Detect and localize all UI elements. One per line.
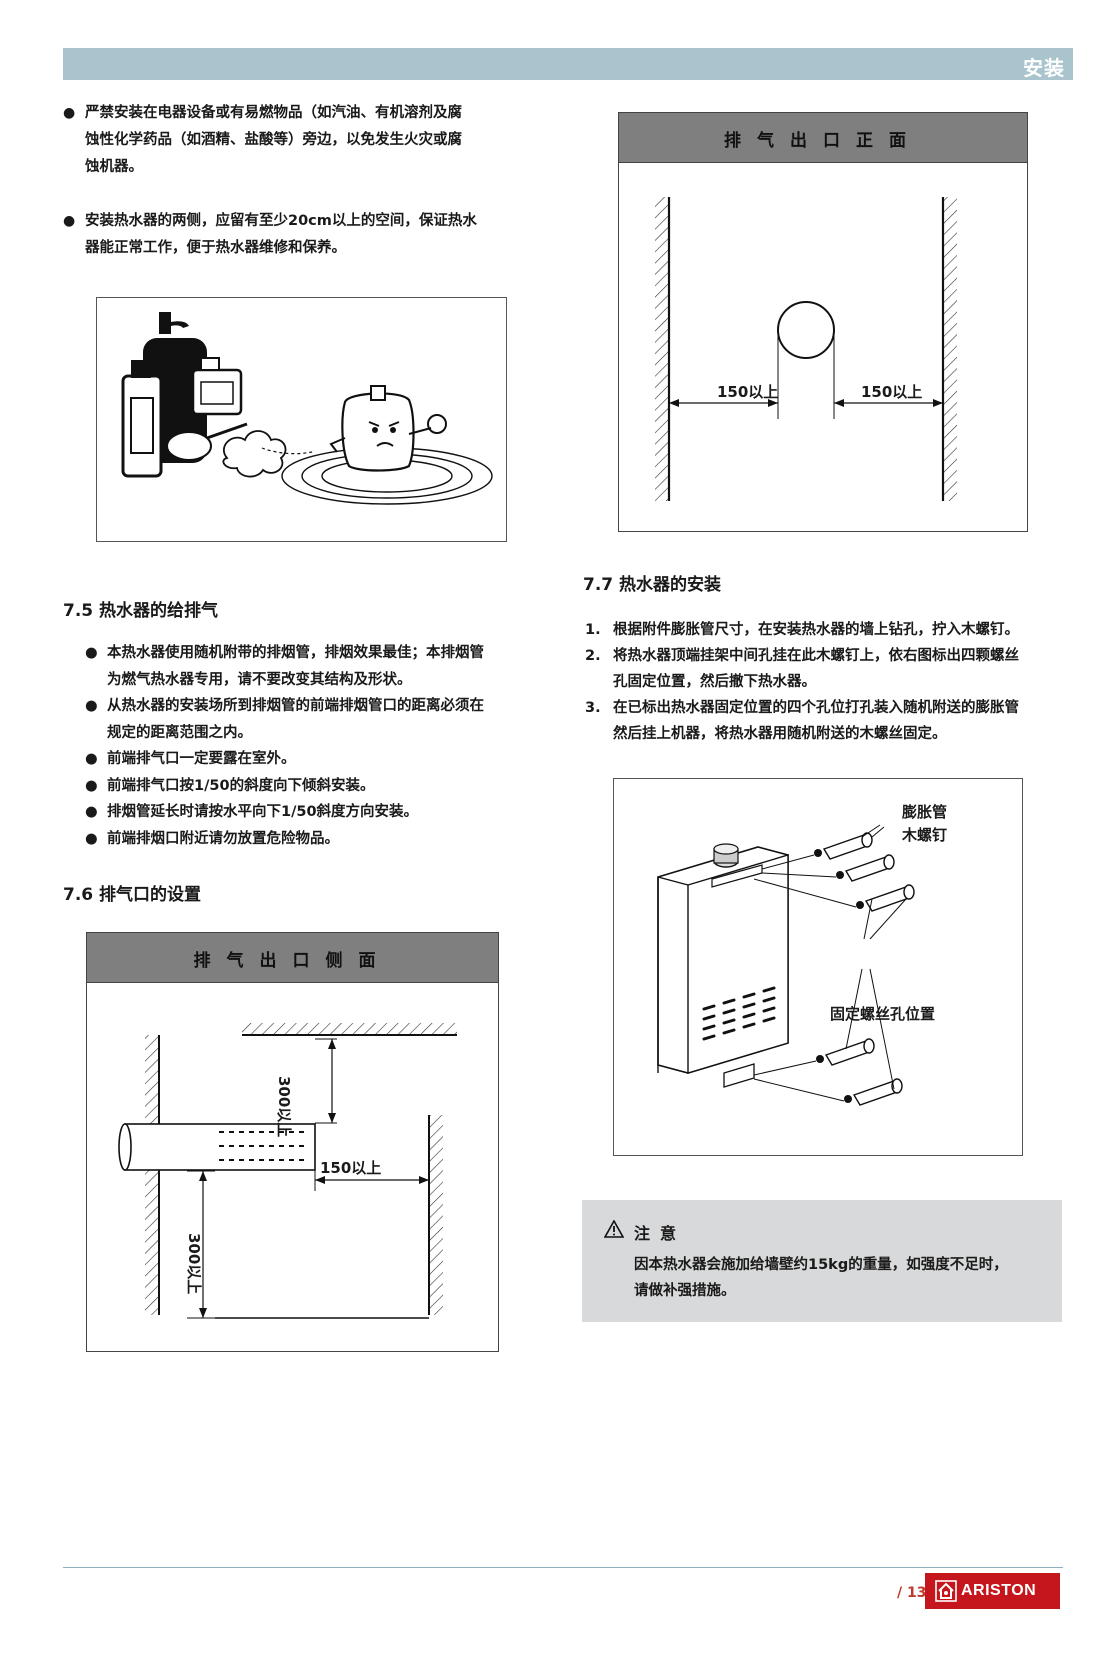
side-diagram-header: 排气出口侧面 xyxy=(87,933,498,983)
front-exhaust-diagram: 排气出口正面 150以上 150以上 xyxy=(618,112,1028,532)
side-exhaust-diagram: 排气出口侧面 xyxy=(86,932,499,1352)
front-diagram-header: 排气出口正面 xyxy=(619,113,1027,163)
note-text-line: 因本热水器会施加给墙壁约15kg的重量，如强度不足时， xyxy=(634,1257,1008,1273)
intro-bullet-2: ● 安装热水器的两侧，应留有至少20cm以上的空间，保证热水 器能正常工作，便于… xyxy=(63,208,563,262)
list-item: 1. 根据附件膨胀管尺寸，在安装热水器的墙上钻孔，拧入木螺钉。 xyxy=(585,617,1075,643)
list-item: 3. 在已标出热水器固定位置的四个孔位打孔装入随机附送的膨胀管 然后挂上机器，将… xyxy=(585,695,1075,747)
step-number: 2. xyxy=(585,648,601,664)
section-7-6-heading: 7.6 排气口的设置 xyxy=(63,885,202,905)
front-dim-right-label: 150以上 xyxy=(861,383,923,401)
step-number: 1. xyxy=(585,622,601,638)
list-item-line: 本热水器使用随机附带的排烟管，排烟效果最佳；本排烟管 xyxy=(107,645,484,661)
step-line: 根据附件膨胀管尺寸，在安装热水器的墙上钻孔，拧入木螺钉。 xyxy=(613,622,1019,638)
list-item: 2. 将热水器顶端挂架中间孔挂在此木螺钉上，依右图标出四颗螺丝 孔固定位置，然后… xyxy=(585,643,1075,695)
smoke-cloud-icon xyxy=(222,430,287,478)
step-line: 将热水器顶端挂架中间孔挂在此木螺钉上，依右图标出四颗螺丝 xyxy=(613,648,1019,664)
bullet-dot: ● xyxy=(63,213,76,229)
side-dim-side-label: 150以上 xyxy=(320,1159,382,1177)
hazard-illustration-drawing xyxy=(121,312,493,505)
front-diagram-drawing xyxy=(655,197,957,501)
list-item: ● 本热水器使用随机附带的排烟管，排烟效果最佳；本排烟管 为燃气热水器专用，请不… xyxy=(85,640,555,693)
intro-bullet-1: ● 严禁安装在电器设备或有易燃物品（如汽油、有机溶剂及腐 蚀性化学药品（如酒精、… xyxy=(63,100,563,181)
brand-name: ARISTON xyxy=(961,1582,1037,1599)
installation-diagram: 膨胀管 木螺钉 固定螺丝孔位置 xyxy=(613,778,1023,1156)
list-item-line: 前端排气口一定要露在室外。 xyxy=(107,751,296,767)
section-7-5-list: ● 本热水器使用随机附带的排烟管，排烟效果最佳；本排烟管 为燃气热水器专用，请不… xyxy=(85,640,555,852)
note-text: 因本热水器会施加给墙壁约15kg的重量，如强度不足时， 请做补强措施。 xyxy=(634,1252,1049,1304)
list-item-line: 为燃气热水器专用，请不要改变其结构及形状。 xyxy=(107,671,412,688)
list-item: ● 排烟管延长时请按水平向下1/50斜度方向安装。 xyxy=(85,799,555,826)
bullet-dot: ● xyxy=(85,777,98,794)
step-line: 然后挂上机器，将热水器用随机附送的木螺丝固定。 xyxy=(613,726,947,742)
bullet-dot: ● xyxy=(85,804,98,820)
warning-triangle-icon xyxy=(604,1220,624,1238)
page-number: / 13 xyxy=(897,1585,927,1601)
label-screw-holes: 固定螺丝孔位置 xyxy=(830,1005,936,1023)
heater-character-icon xyxy=(341,392,415,472)
step-line: 孔固定位置，然后撤下热水器。 xyxy=(613,674,816,690)
page-section-title: 安装 xyxy=(1023,56,1065,80)
note-text-line: 请做补强措施。 xyxy=(634,1283,736,1299)
hazard-illustration xyxy=(96,297,507,542)
header-bar: 安装 xyxy=(63,48,1073,80)
bullet-dot: ● xyxy=(85,698,98,714)
side-diagram-title: 排气出口侧面 xyxy=(193,951,392,971)
list-item: ● 前端排气口按1/50的斜度向下倾斜安装。 xyxy=(85,773,555,800)
label-expansion-tube: 膨胀管 xyxy=(902,803,948,821)
step-line: 在已标出热水器固定位置的四个孔位打孔装入随机附送的膨胀管 xyxy=(613,700,1019,716)
list-item: ● 前端排烟口附近请勿放置危险物品。 xyxy=(85,826,555,853)
intro-bullet-1-line1: 严禁安装在电器设备或有易燃物品（如汽油、有机溶剂及腐 xyxy=(85,105,462,121)
list-item-line: 从热水器的安装场所到排烟管的前端排烟管口的距离必须在 xyxy=(107,698,484,714)
front-diagram-title: 排气出口正面 xyxy=(724,131,922,151)
bullet-dot: ● xyxy=(85,830,98,847)
brand-logo: ARISTON xyxy=(925,1573,1060,1609)
list-item-line: 前端排烟口附近请勿放置危险物品。 xyxy=(107,830,339,847)
note-box: 注意 因本热水器会施加给墙壁约15kg的重量，如强度不足时， 请做补强措施。 xyxy=(582,1200,1062,1322)
intro-bullet-2-line2: 器能正常工作，便于热水器维修和保养。 xyxy=(85,240,346,256)
step-number: 3. xyxy=(585,700,601,716)
bullet-dot: ● xyxy=(63,105,76,121)
side-dim-bottom-label: 300以上 xyxy=(185,1233,203,1295)
side-diagram-drawing xyxy=(118,1023,457,1319)
label-wood-screw: 木螺钉 xyxy=(902,826,948,844)
intro-bullet-2-line1: 安装热水器的两侧，应留有至少20cm以上的空间，保证热水 xyxy=(85,213,477,229)
installation-diagram-drawing xyxy=(657,824,915,1106)
section-7-7-heading: 7.7 热水器的安装 xyxy=(583,575,722,595)
section-7-7-steps: 1. 根据附件膨胀管尺寸，在安装热水器的墙上钻孔，拧入木螺钉。 2. 将热水器顶… xyxy=(585,617,1075,747)
list-item: ● 前端排气口一定要露在室外。 xyxy=(85,746,555,773)
footer-rule xyxy=(63,1567,1063,1568)
bullet-dot: ● xyxy=(85,751,98,767)
list-item: ● 从热水器的安装场所到排烟管的前端排烟管口的距离必须在 规定的距离范围之内。 xyxy=(85,693,555,746)
list-item-line: 排烟管延长时请按水平向下1/50斜度方向安装。 xyxy=(107,804,419,820)
exhaust-outlet-icon xyxy=(777,301,835,359)
list-item-line: 规定的距离范围之内。 xyxy=(107,724,252,741)
bullet-dot: ● xyxy=(85,645,98,661)
front-dim-left-label: 150以上 xyxy=(717,383,779,401)
intro-bullet-1-line2: 蚀性化学药品（如酒精、盐酸等）旁边，以免发生火灾或腐 xyxy=(85,132,462,148)
spark-icon xyxy=(163,412,187,444)
house-logo-icon xyxy=(935,1580,957,1602)
list-item-line: 前端排气口按1/50的斜度向下倾斜安装。 xyxy=(107,777,375,794)
note-title: 注意 xyxy=(634,1224,687,1243)
section-7-5-heading: 7.5 热水器的给排气 xyxy=(63,601,219,621)
intro-bullet-1-line3: 蚀机器。 xyxy=(85,159,143,175)
side-dim-top-label: 300以上 xyxy=(275,1076,293,1138)
